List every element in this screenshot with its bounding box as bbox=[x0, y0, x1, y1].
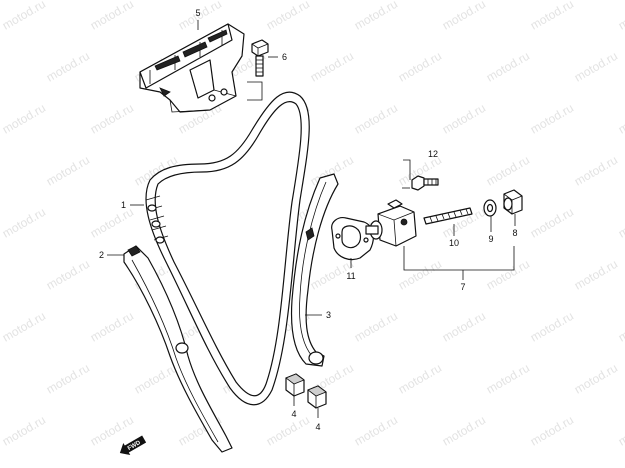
part-2-tensioner-guide bbox=[123, 245, 233, 453]
part-5-upper-chain-guide bbox=[139, 23, 245, 113]
watermark-text: motod.ru bbox=[352, 0, 400, 33]
callout-10: 10 bbox=[449, 238, 459, 248]
callout-3: 3 bbox=[326, 310, 331, 320]
watermark-text: motod.ru bbox=[352, 101, 400, 137]
callout-labels: 1 2 3 4 4 5 6 7 8 9 10 11 12 bbox=[99, 8, 518, 432]
part-9-washer bbox=[483, 199, 497, 217]
part-8-cap-bolt bbox=[503, 189, 523, 215]
part-3-chain-guide bbox=[290, 173, 339, 367]
watermark-text: motod.ru bbox=[616, 205, 625, 241]
watermark-text: motod.ru bbox=[616, 309, 625, 345]
callout-7: 7 bbox=[460, 282, 465, 292]
watermark-text: motod.ru bbox=[616, 0, 625, 33]
watermark-text: motod.ru bbox=[308, 49, 356, 85]
watermark-text: motod.ru bbox=[484, 49, 532, 85]
watermark-text: motod.ru bbox=[0, 205, 48, 241]
watermark-text: motod.ru bbox=[396, 361, 444, 397]
watermark-text: motod.ru bbox=[264, 413, 312, 449]
callout-4a: 4 bbox=[291, 409, 296, 419]
callout-12: 12 bbox=[428, 149, 438, 159]
part-4-cushion-left bbox=[285, 373, 305, 397]
part-10-spring bbox=[423, 207, 473, 225]
watermark-text: motod.ru bbox=[572, 257, 620, 293]
watermark-text: motod.ru bbox=[0, 0, 48, 33]
callout-6: 6 bbox=[282, 52, 287, 62]
watermark-text: motod.ru bbox=[484, 153, 532, 189]
part-4-cushion-right bbox=[307, 385, 327, 409]
watermark-text: motod.ru bbox=[616, 413, 625, 449]
watermark-text: motod.ru bbox=[88, 413, 136, 449]
part-6-bolt bbox=[251, 39, 269, 77]
callout-4b: 4 bbox=[315, 422, 320, 432]
watermark-text: motod.ru bbox=[528, 309, 576, 345]
watermark-text: motod.ru bbox=[88, 205, 136, 241]
watermark-text: motod.ru bbox=[396, 257, 444, 293]
callout-1: 1 bbox=[121, 200, 126, 210]
watermark-text: motod.ru bbox=[616, 101, 625, 137]
watermark-text: motod.ru bbox=[352, 309, 400, 345]
part-7-tensioner-body bbox=[365, 199, 417, 247]
watermark-text: motod.ru bbox=[352, 413, 400, 449]
watermark-text: motod.ru bbox=[44, 153, 92, 189]
watermark-text: motod.ru bbox=[528, 205, 576, 241]
callout-8: 8 bbox=[512, 228, 517, 238]
watermark-text: motod.ru bbox=[572, 153, 620, 189]
watermark-text: motod.ru bbox=[528, 0, 576, 33]
watermark-text: motod.ru bbox=[88, 309, 136, 345]
part-11-gasket bbox=[331, 217, 374, 261]
watermark-text: motod.ru bbox=[440, 413, 488, 449]
watermark-text: motod.ru bbox=[44, 49, 92, 85]
watermark-text: motod.ru bbox=[132, 361, 180, 397]
fwd-arrow-icon: FWD bbox=[119, 435, 147, 456]
watermark-text: motod.ru bbox=[440, 309, 488, 345]
watermark-text: motod.ru bbox=[88, 101, 136, 137]
watermark-text: motod.ru bbox=[0, 101, 48, 137]
watermark-text: motod.ru bbox=[440, 0, 488, 33]
watermark-text: motod.ru bbox=[528, 413, 576, 449]
watermark-text: motod.ru bbox=[0, 309, 48, 345]
watermark-text: motod.ru bbox=[88, 0, 136, 33]
watermark-text: motod.ru bbox=[44, 361, 92, 397]
watermark-text: motod.ru bbox=[44, 257, 92, 293]
callout-2: 2 bbox=[99, 250, 104, 260]
watermark-text: motod.ru bbox=[572, 49, 620, 85]
watermark-text: motod.ru bbox=[484, 257, 532, 293]
watermark-text: motod.ru bbox=[484, 361, 532, 397]
callout-11: 11 bbox=[346, 271, 355, 281]
watermark-text: motod.ru bbox=[572, 361, 620, 397]
part-12-bolt bbox=[411, 175, 439, 191]
watermark-text: motod.ru bbox=[396, 49, 444, 85]
watermark-text: motod.ru bbox=[264, 0, 312, 33]
callout-5: 5 bbox=[195, 8, 200, 18]
watermark-text: motod.ru bbox=[440, 101, 488, 137]
part-1-timing-chain bbox=[145, 91, 310, 406]
callout-9: 9 bbox=[488, 234, 493, 244]
watermark-text: motod.ru bbox=[0, 413, 48, 449]
leader-lines bbox=[107, 20, 516, 418]
watermark-text: motod.ru bbox=[528, 101, 576, 137]
